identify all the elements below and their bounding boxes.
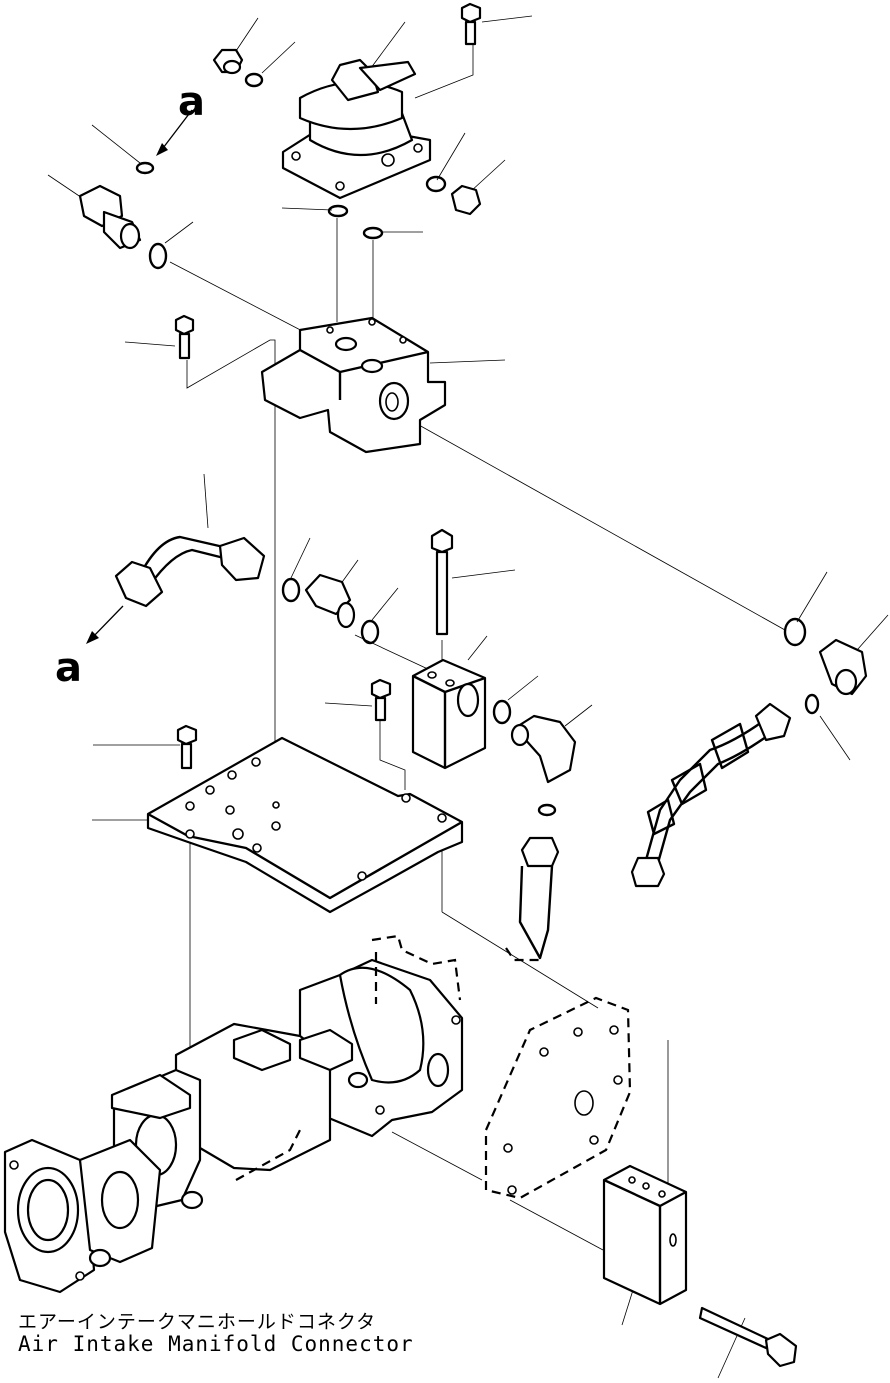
o-ring-1 <box>244 72 264 88</box>
o-ring-8 <box>492 699 512 725</box>
gasket-plate <box>484 996 632 1200</box>
bolt-top <box>460 2 482 46</box>
pump-bracket-block <box>260 316 447 454</box>
elbow-fitting-upper-left <box>78 184 168 270</box>
leader-lines <box>47 15 889 1379</box>
intake-manifold-housing <box>3 934 464 1294</box>
reference-arrow-bottom <box>89 605 124 641</box>
caption-japanese: エアーインテークマニホールドコネクタ <box>18 1311 377 1333</box>
long-bolt <box>430 528 454 636</box>
bolt-middle <box>370 678 392 722</box>
bolt-bottom <box>698 1306 798 1368</box>
reference-arrowhead-bottom <box>86 631 99 644</box>
caption-english: Air Intake Manifold Connector <box>18 1332 414 1356</box>
elbow-connector-middle <box>510 714 577 784</box>
mounting-plate <box>146 736 464 914</box>
reference-arrow-top <box>159 109 193 153</box>
straight-connector <box>304 573 356 629</box>
o-ring-10 <box>783 617 807 647</box>
hose-center <box>505 836 560 962</box>
o-ring-9 <box>537 803 557 817</box>
bolt-upper-left <box>174 314 195 360</box>
spacer-block <box>602 1164 688 1306</box>
reference-mark-top: a <box>178 79 205 125</box>
assembly-lines <box>169 218 786 1251</box>
plug-top-left <box>212 48 244 75</box>
o-ring-7 <box>360 619 380 645</box>
hose-right <box>630 702 792 888</box>
o-ring-4 <box>327 204 349 218</box>
bolt-left <box>176 724 198 770</box>
reference-arrowhead-top <box>156 143 168 156</box>
o-ring-5 <box>362 226 384 240</box>
elbow-fitting-right <box>818 638 868 696</box>
connector-block <box>411 658 487 770</box>
reference-mark-bottom: a <box>55 645 82 691</box>
plug-right <box>450 184 482 216</box>
o-ring-3 <box>425 175 447 193</box>
o-ring-6 <box>281 577 301 603</box>
o-ring-2 <box>135 161 155 175</box>
fuel-tube-left <box>114 535 266 608</box>
priming-pump <box>281 58 432 200</box>
o-ring-11 <box>804 693 820 715</box>
